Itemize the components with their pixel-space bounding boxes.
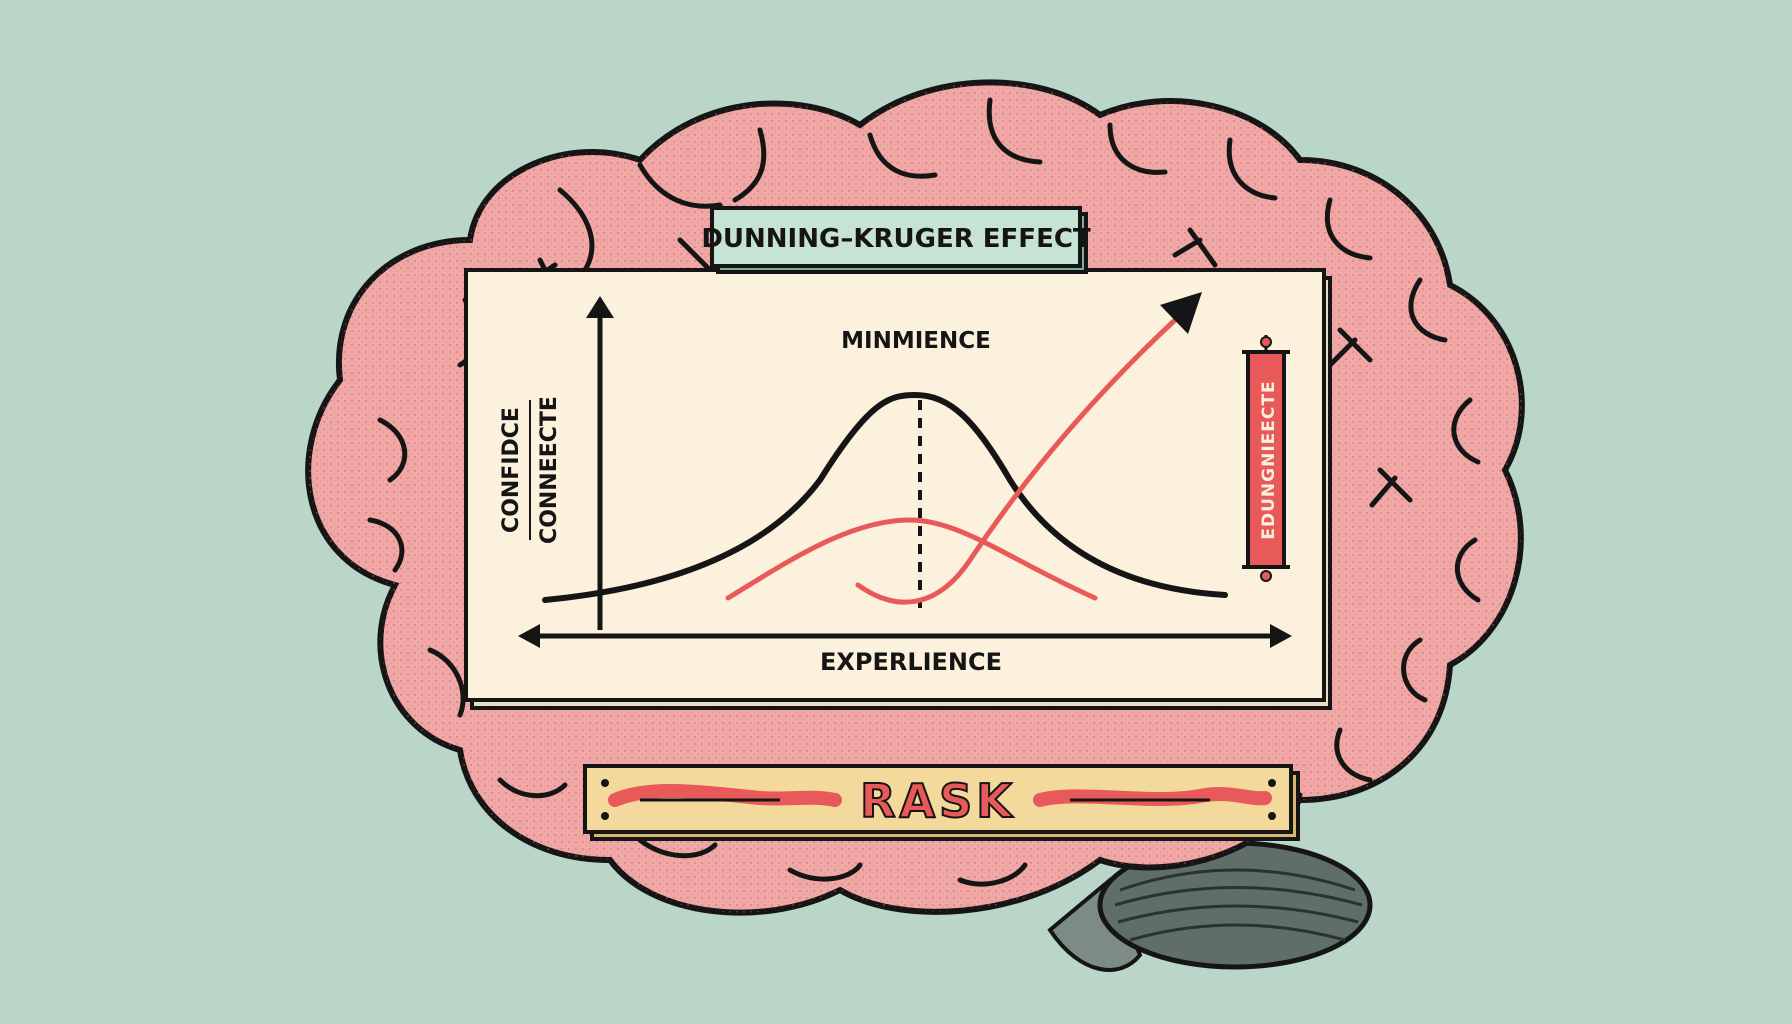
y-axis-label-text-1: CONFIDCE bbox=[499, 407, 524, 533]
red-curve-arrowhead bbox=[1160, 292, 1202, 334]
peak-label: MINMIENCE bbox=[841, 328, 991, 354]
x-axis bbox=[518, 624, 1292, 648]
red-low-curve bbox=[725, 517, 1098, 601]
y-axis-label-text-2: CONNEECTE bbox=[537, 396, 562, 544]
side-banner: EDUNGNIEECTE bbox=[1242, 335, 1290, 582]
black-bell-curve bbox=[542, 391, 1228, 603]
title-text: DUNNING–KRUGER EFFECT bbox=[701, 224, 1091, 254]
bottom-plaque: RASK bbox=[583, 764, 1300, 841]
red-rising-curve bbox=[855, 317, 1178, 605]
plaque-text: RASK bbox=[860, 774, 1016, 828]
y-axis-label-line1: CONFIDCE bbox=[499, 407, 524, 533]
side-banner-text: EDUNGNIEECTE bbox=[1259, 380, 1279, 539]
cerebellum bbox=[1047, 840, 1373, 972]
y-axis bbox=[586, 296, 614, 630]
chart-panel: MINMIENCE EXPERLIENCE CONFIDCE CONNEECTE bbox=[464, 268, 1332, 710]
title-banner: DUNNING–KRUGER EFFECT bbox=[701, 206, 1091, 274]
x-axis-label: EXPERLIENCE bbox=[820, 648, 1002, 676]
y-axis-label-line2: CONNEECTE bbox=[537, 396, 562, 544]
